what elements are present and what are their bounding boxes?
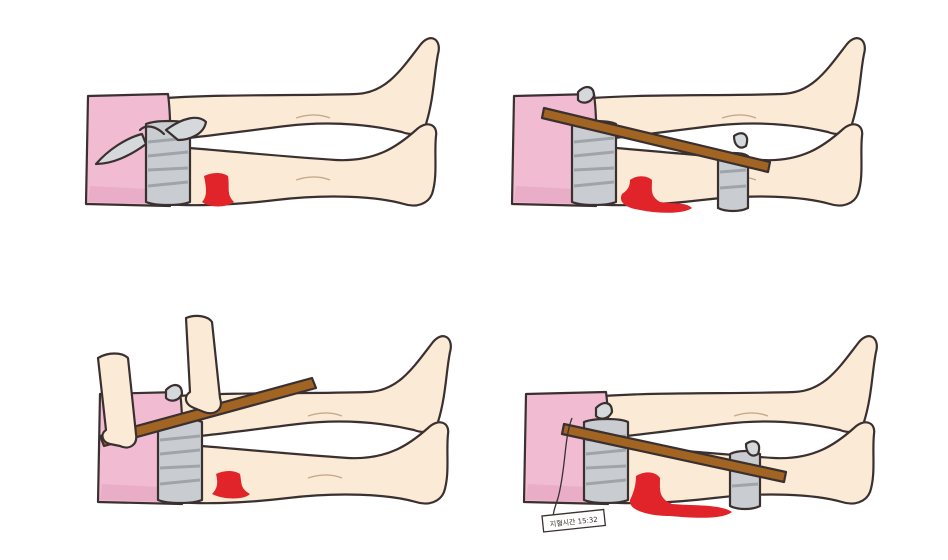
bandage-knot (576, 86, 596, 104)
bandage-knot (594, 402, 614, 420)
blood-pool (212, 471, 250, 499)
time-tag: 지혈시간 15:32 (541, 508, 607, 533)
bandage-knot (164, 384, 184, 402)
bandage-knot (164, 116, 208, 142)
windlass-stick (540, 106, 772, 174)
lower-bandage (728, 449, 762, 511)
panel-step-3 (96, 314, 452, 506)
bandage-loose-end (94, 132, 148, 166)
panel-step-4: 지혈시간 15:32 (522, 335, 878, 533)
hand-left (96, 352, 138, 449)
panel-step-1 (84, 37, 440, 208)
windlass-stick (560, 422, 788, 484)
blood-pool (620, 176, 692, 213)
hand-right (184, 314, 222, 415)
panel-step-2 (510, 37, 866, 213)
blood-pool (629, 472, 732, 518)
